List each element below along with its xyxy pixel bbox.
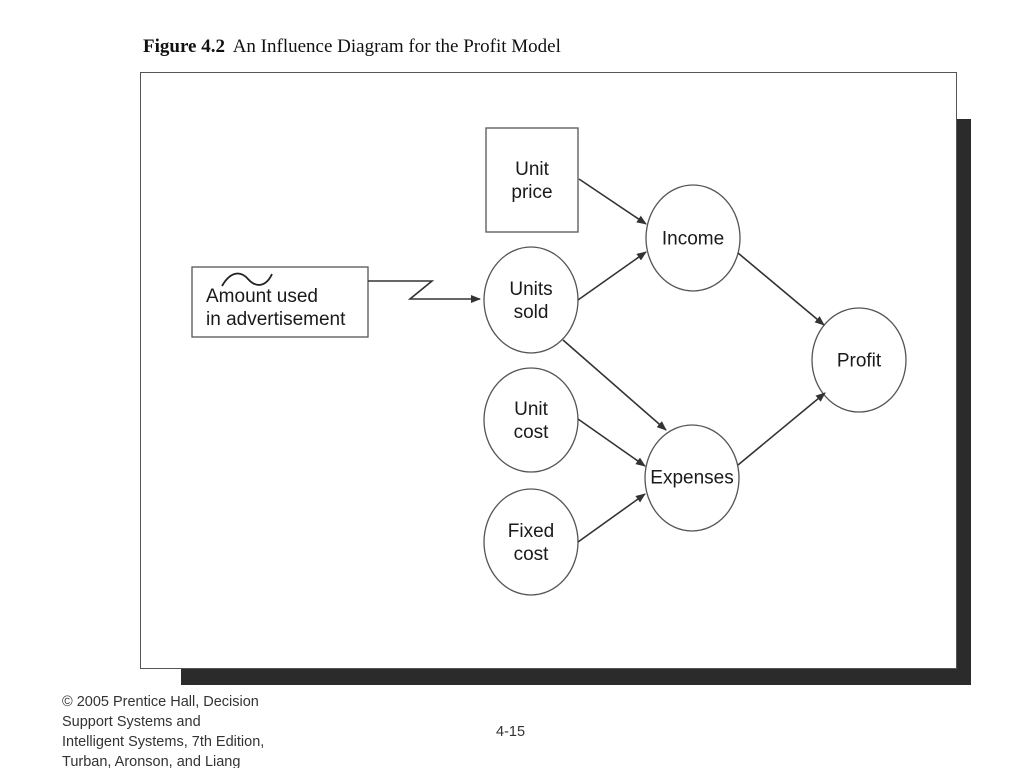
edge-unit-price-to-income bbox=[578, 178, 647, 225]
copyright-notice: © 2005 Prentice Hall, Decision Support S… bbox=[62, 692, 292, 768]
node-expenses-circle bbox=[644, 424, 740, 532]
edge-units-sold-to-expenses bbox=[562, 339, 667, 431]
node-unit-price-label: Unit price bbox=[511, 159, 553, 203]
figure-number: Figure 4.2 bbox=[143, 36, 225, 57]
edge-units-sold-to-income bbox=[577, 251, 647, 301]
node-income-circle bbox=[645, 184, 741, 292]
node-unit-cost-circle bbox=[483, 367, 579, 473]
copyright-line: Support Systems and bbox=[62, 714, 201, 730]
edge-advertisement-to-units-sold bbox=[368, 280, 481, 303]
copyright-line: © 2005 Prentice Hall, Decision bbox=[62, 694, 259, 710]
node-expenses-label: Expenses bbox=[650, 467, 734, 489]
edge-income-to-profit bbox=[737, 252, 825, 326]
node-units-sold-label: Units sold bbox=[509, 279, 553, 323]
node-profit-label: Profit bbox=[836, 350, 882, 372]
figure-title: An Influence Diagram for the Profit Mode… bbox=[232, 36, 561, 57]
copyright-line: Turban, Aronson, and Liang bbox=[62, 754, 241, 768]
node-profit-circle bbox=[811, 307, 907, 413]
node-amount-advertisement-label: Amount used in advertisement bbox=[206, 286, 346, 330]
tilde-mark bbox=[221, 272, 273, 287]
edge-unit-cost-to-expenses bbox=[577, 418, 646, 467]
edge-expenses-to-profit bbox=[737, 392, 826, 466]
node-amount-advertisement-box bbox=[191, 266, 369, 338]
node-income-label: Income bbox=[661, 228, 725, 250]
page-number: 4-15 bbox=[496, 724, 526, 740]
node-unit-cost-label: Unit cost bbox=[513, 399, 549, 443]
copyright-line: Intelligent Systems, 7th Edition, bbox=[62, 734, 265, 750]
node-fixed-cost-label: Fixed cost bbox=[507, 521, 555, 565]
edge-fixed-cost-to-expenses bbox=[577, 493, 646, 543]
node-unit-price-box bbox=[485, 127, 579, 233]
figure-caption: Figure 4.2 An Influence Diagram for the … bbox=[143, 36, 561, 58]
